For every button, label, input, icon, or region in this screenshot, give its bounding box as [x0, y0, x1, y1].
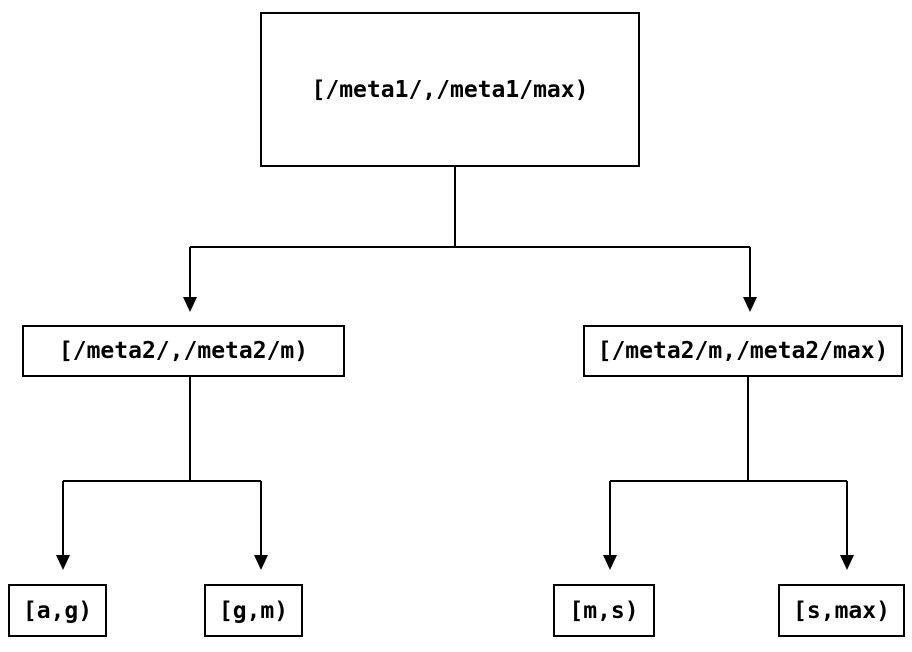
- arrow-down-icon: [56, 555, 70, 570]
- node-leaf-smax-label: [s,max): [793, 597, 890, 624]
- node-meta2-right: [/meta2/m,/meta2/max): [583, 325, 903, 377]
- node-leaf-ms: [m,s): [553, 584, 655, 637]
- node-leaf-gm-label: [g,m): [218, 597, 289, 624]
- node-leaf-gm: [g,m): [204, 584, 303, 637]
- node-leaf-smax: [s,max): [778, 584, 905, 637]
- node-leaf-ag-label: [a,g): [22, 597, 93, 624]
- arrow-down-icon: [183, 297, 197, 312]
- node-root: [/meta1/,/meta1/max): [260, 12, 640, 167]
- arrow-down-icon: [840, 555, 854, 570]
- node-leaf-ms-label: [m,s): [569, 597, 639, 624]
- node-root-label: [/meta1/,/meta1/max): [311, 76, 589, 103]
- node-leaf-ag: [a,g): [8, 584, 107, 637]
- arrow-down-icon: [254, 555, 268, 570]
- node-meta2-left: [/meta2/,/meta2/m): [22, 325, 345, 377]
- arrow-down-icon: [743, 297, 757, 312]
- node-meta2-right-label: [/meta2/m,/meta2/max): [597, 338, 889, 364]
- arrow-down-icon: [603, 555, 617, 570]
- node-meta2-left-label: [/meta2/,/meta2/m): [58, 338, 309, 364]
